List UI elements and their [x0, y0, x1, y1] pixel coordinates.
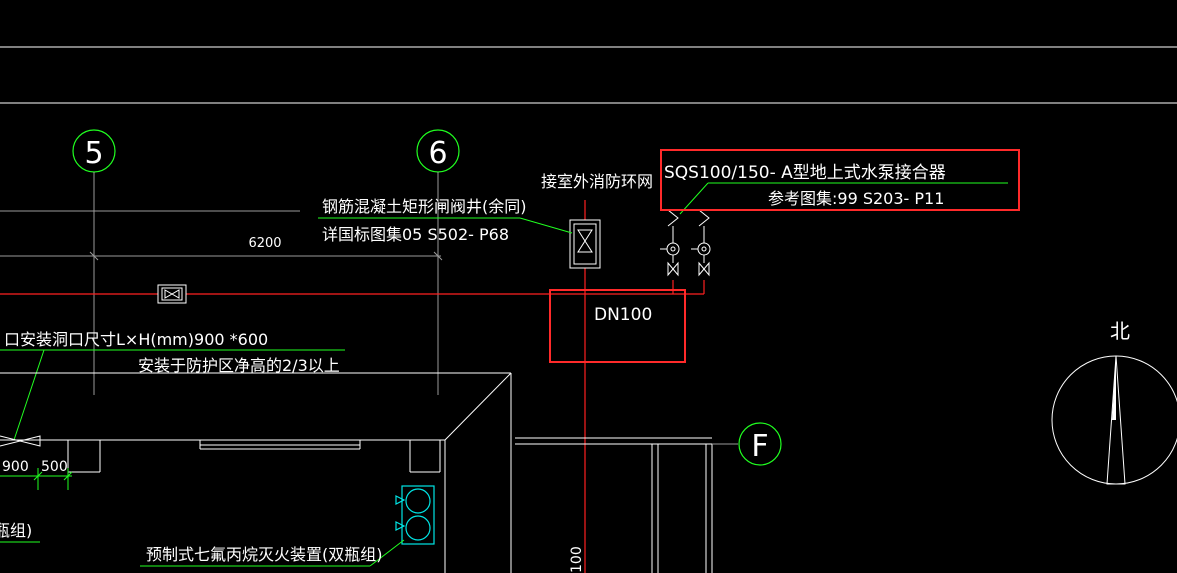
- right-structure-lines: [515, 437, 713, 573]
- pipe-size-highlight-box[interactable]: [549, 289, 686, 363]
- north-label: 北: [1110, 319, 1130, 343]
- valve-well-label-line2: 详国标图集05 S502- P68: [322, 225, 509, 244]
- cylinder-left-label: 瓶组): [0, 521, 32, 540]
- north-arrow-icon: [1051, 355, 1177, 485]
- opening-leader: [0, 349, 345, 441]
- grid-axis-5[interactable]: 5: [72, 129, 116, 395]
- grid-axis-f[interactable]: F: [712, 422, 782, 466]
- dim-500-text: 500: [41, 459, 68, 475]
- dimension-6200: [0, 210, 443, 261]
- axis-5-label: 5: [84, 136, 103, 171]
- outdoor-network-label: 接室外消防环网: [541, 172, 653, 191]
- grid-axis-6[interactable]: 6: [416, 129, 460, 395]
- valve-well-label-line1: 钢筋混凝土矩形闸阀井(余同): [322, 197, 527, 216]
- title-border-lines: [0, 46, 1177, 104]
- pump-adapter-label-line2: 参考图集:99 S203- P11: [768, 189, 944, 208]
- valve-well-icon[interactable]: [569, 219, 601, 269]
- span-dimension-text: 6200: [248, 236, 281, 251]
- dimension-900-500: [0, 468, 73, 490]
- pump-adapter-icon[interactable]: [660, 209, 711, 277]
- pump-adapter-left: [660, 209, 680, 277]
- room-walls: [0, 372, 512, 573]
- axis-6-label: 6: [428, 136, 447, 171]
- pump-adapter-label-line1: SQS100/150- A型地上式水泵接合器: [664, 163, 946, 183]
- door-opening-icon: [0, 435, 41, 447]
- gate-valve-icon[interactable]: [157, 284, 187, 304]
- pipe-size-label: DN100: [594, 305, 652, 325]
- axis-f-label: F: [751, 429, 768, 464]
- pump-adapter-leader: [679, 182, 1008, 215]
- pump-adapter-highlight-box[interactable]: [660, 149, 1020, 211]
- opening-size-label: 口安装洞口尺寸L×H(mm)900 *600: [4, 330, 268, 349]
- dim-900-text: 900: [2, 459, 29, 475]
- extinguisher-device-icon[interactable]: [395, 485, 435, 545]
- vertical-dim-text: 100: [569, 546, 585, 573]
- pump-adapter-right: [691, 209, 711, 277]
- valve-well-leader: [318, 217, 573, 234]
- axis-bubble: [738, 422, 782, 466]
- extinguisher-label: 预制式七氟丙烷灭火装置(双瓶组): [146, 545, 383, 564]
- extinguisher-leader: [140, 539, 405, 567]
- opening-height-label: 安装于防护区净高的2/3以上: [138, 356, 340, 375]
